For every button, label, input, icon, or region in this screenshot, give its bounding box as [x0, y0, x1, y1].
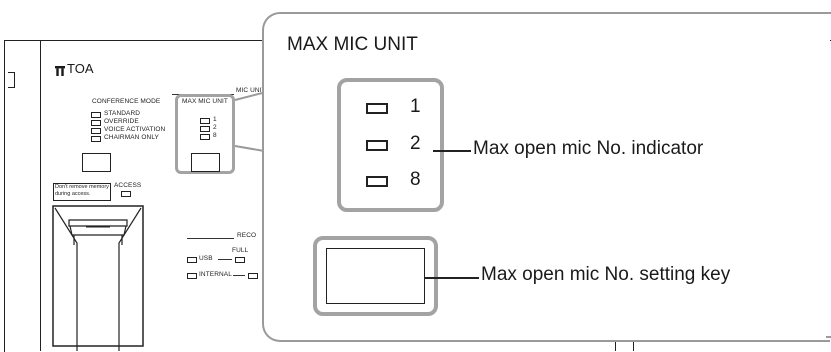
- reco-line: [187, 238, 234, 239]
- key-leader-line: [425, 277, 479, 279]
- indicator-led-2: [366, 140, 388, 151]
- max-open-mic-setting-key[interactable]: [326, 248, 425, 304]
- access-label: ACCESS: [114, 182, 142, 189]
- led-override: [91, 120, 101, 126]
- reco-label: RECO: [237, 232, 257, 239]
- conference-mode-label: CONFERENCE MODE: [92, 98, 161, 105]
- callout-title: MAX MIC UNIT: [287, 34, 418, 55]
- usb-connector-line: [218, 259, 232, 260]
- indicator-value-2: 2: [410, 133, 421, 154]
- panel-left-edge-notch: [8, 72, 15, 88]
- small-led-8-label: 8: [213, 132, 217, 139]
- indicator-led-8: [366, 176, 388, 187]
- indicator-caption: Max open mic No. indicator: [473, 138, 704, 159]
- small-led-8: [200, 134, 210, 140]
- mode-voice-activation-label: VOICE ACTIVATION: [104, 126, 166, 133]
- internal-status-led: [248, 273, 258, 279]
- usb-led: [187, 257, 197, 263]
- led-chairman-only: [91, 136, 101, 142]
- memory-warning-text: Don't remove memory during access.: [55, 184, 109, 197]
- panel-inner-edge: [40, 40, 42, 351]
- conference-mode-key[interactable]: [82, 153, 111, 172]
- indicator-leader-line: [433, 150, 471, 152]
- internal-led: [187, 273, 197, 279]
- mode-standard-label: STANDARD: [104, 110, 141, 117]
- key-caption: Max open mic No. setting key: [481, 264, 731, 285]
- max-mic-small-key[interactable]: [191, 153, 220, 172]
- mode-chairman-only-label: CHAIRMAN ONLY: [104, 134, 159, 141]
- panel-top-edge: [18, 40, 268, 42]
- indicator-value-8: 8: [410, 169, 421, 190]
- small-led-1: [200, 118, 210, 124]
- usb-label: USB: [199, 255, 213, 262]
- setting-key-frame: [313, 236, 438, 316]
- full-led: [235, 257, 245, 263]
- indicator-group-frame: [337, 78, 444, 212]
- internal-label: INTERNAL: [199, 271, 232, 278]
- internal-connector-line: [233, 275, 245, 276]
- memory-card-slot: [52, 205, 144, 351]
- indicator-value-1: 1: [410, 96, 421, 117]
- access-led: [121, 191, 131, 197]
- led-standard: [91, 112, 101, 118]
- toa-logo-mark: [55, 63, 65, 76]
- full-label: FULL: [232, 247, 249, 254]
- max-mic-unit-small-label: MAX MIC UNIT: [182, 98, 228, 105]
- indicator-led-1: [366, 103, 388, 114]
- brand-name: TOA: [67, 61, 94, 76]
- led-voice-activation: [91, 128, 101, 134]
- callout-right-edge: [826, 12, 831, 14]
- small-led-2-label: 2: [213, 124, 217, 131]
- max-mic-unit-highlight: [175, 94, 235, 174]
- mic-unit-header: MIC UNIT: [236, 87, 266, 94]
- panel-left-bracket: [4, 40, 19, 352]
- callout-right-edge-bottom: [826, 336, 831, 338]
- mode-override-label: OVERRIDE: [104, 118, 139, 125]
- memory-warning-box: [53, 183, 111, 201]
- small-led-1-label: 1: [213, 116, 217, 123]
- small-led-2: [200, 126, 210, 132]
